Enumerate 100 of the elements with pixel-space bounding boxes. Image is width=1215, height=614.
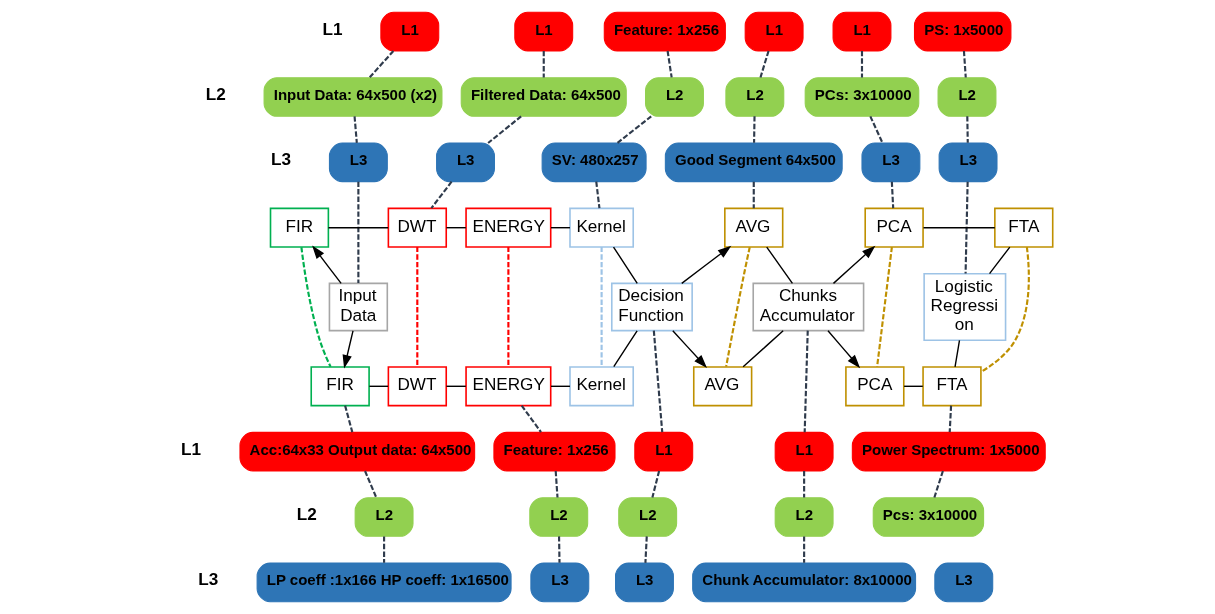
connector	[416, 247, 419, 367]
connector	[803, 330, 809, 433]
node-box: Logistic Regressi on	[923, 272, 1007, 342]
connector	[550, 385, 571, 387]
connector	[725, 246, 751, 367]
arrow	[342, 330, 354, 369]
connector	[903, 385, 924, 387]
connector	[595, 181, 601, 209]
node-box: Good Segment 64x500	[664, 142, 843, 183]
node-box: FIR	[269, 207, 330, 248]
label: L2	[296, 504, 317, 525]
node-box: L3	[436, 142, 495, 183]
connector	[612, 246, 638, 285]
node-box: AVG	[692, 366, 753, 407]
connector	[964, 181, 969, 274]
label: L2	[205, 83, 226, 104]
connector	[922, 227, 996, 229]
node-box: L3	[861, 142, 921, 183]
arrow	[672, 330, 707, 369]
node-box: L2	[529, 497, 589, 537]
node-box: L2	[725, 77, 785, 117]
node-box: L3	[938, 142, 998, 183]
connector	[550, 227, 571, 229]
node-box: Chunk Accumulator: 8x10000	[692, 562, 917, 603]
node-box: L2	[354, 497, 414, 537]
connector	[644, 536, 648, 563]
connector	[368, 50, 395, 79]
node-box: FIR	[310, 366, 370, 407]
node-box: Kernel	[569, 207, 635, 248]
node-box: ENERGY	[465, 366, 552, 407]
node-box: PCA	[864, 207, 924, 248]
connector	[803, 471, 806, 498]
node-box: L3	[328, 142, 388, 183]
node-box: L2	[618, 497, 678, 537]
node-box: L2	[645, 77, 704, 117]
node-box: L1	[380, 11, 440, 52]
connector	[600, 247, 603, 367]
connector	[962, 50, 967, 78]
node-box: Chunks Accumulator	[752, 282, 865, 332]
connector	[300, 247, 332, 368]
connector	[327, 227, 389, 229]
node-box: Feature: 1x256	[603, 11, 726, 52]
node-box: Input Data: 64x500 (x2)	[263, 77, 443, 117]
connector	[445, 385, 467, 387]
node-box: Filtered Data: 64x500	[460, 77, 627, 117]
node-box: L1	[634, 431, 694, 472]
connector	[742, 330, 784, 368]
label: L3	[198, 569, 219, 590]
node-box: PCs: 3x10000	[804, 77, 920, 117]
node-box: DWT	[387, 207, 448, 248]
connector	[542, 51, 545, 78]
node-box: L3	[615, 562, 674, 603]
connector	[507, 247, 510, 367]
node-box: Input Data	[328, 282, 389, 332]
connector	[616, 115, 652, 144]
connector	[364, 470, 378, 498]
connector	[520, 405, 542, 433]
connector	[613, 330, 638, 368]
connector	[890, 181, 895, 209]
connector	[554, 470, 559, 498]
connector	[966, 116, 969, 143]
connector	[353, 116, 358, 143]
connector	[860, 51, 864, 78]
node-box: AVG	[724, 207, 784, 248]
node-box: Kernel	[569, 366, 635, 407]
arrow	[681, 245, 732, 285]
node-box: SV: 480x257	[541, 142, 647, 183]
connector	[487, 115, 522, 144]
node-box: L1	[514, 11, 574, 52]
arrow	[832, 245, 876, 285]
connector	[948, 405, 953, 433]
node-box: PS: 1x5000	[913, 11, 1012, 52]
node-box: L3	[530, 562, 590, 603]
node-box: DWT	[387, 366, 448, 407]
label: L1	[322, 18, 343, 39]
node-box: FTA	[922, 366, 982, 407]
arrow	[827, 330, 861, 369]
connector	[766, 246, 794, 285]
connector	[752, 181, 755, 209]
connector	[651, 470, 661, 498]
connector	[954, 339, 961, 368]
connector	[666, 50, 673, 78]
node-box: Decision Function	[611, 282, 693, 332]
connector	[753, 116, 756, 143]
connector	[876, 246, 893, 367]
connector	[558, 536, 561, 563]
label: L3	[271, 149, 292, 170]
connector	[988, 246, 1011, 275]
connector	[759, 50, 770, 78]
node-box: PCA	[845, 366, 905, 407]
node-box: FTA	[994, 207, 1054, 248]
node-box: L3	[934, 562, 994, 603]
connector	[803, 536, 806, 563]
node-box: L1	[744, 11, 804, 52]
node-box: Power Spectrum: 1x5000	[851, 431, 1046, 472]
arrow	[312, 245, 342, 285]
node-box: Feature: 1x256	[493, 431, 616, 472]
node-box: L1	[774, 431, 834, 472]
node-box: Acc:64x33 Output data: 64x500	[239, 431, 476, 472]
connector	[383, 536, 386, 563]
